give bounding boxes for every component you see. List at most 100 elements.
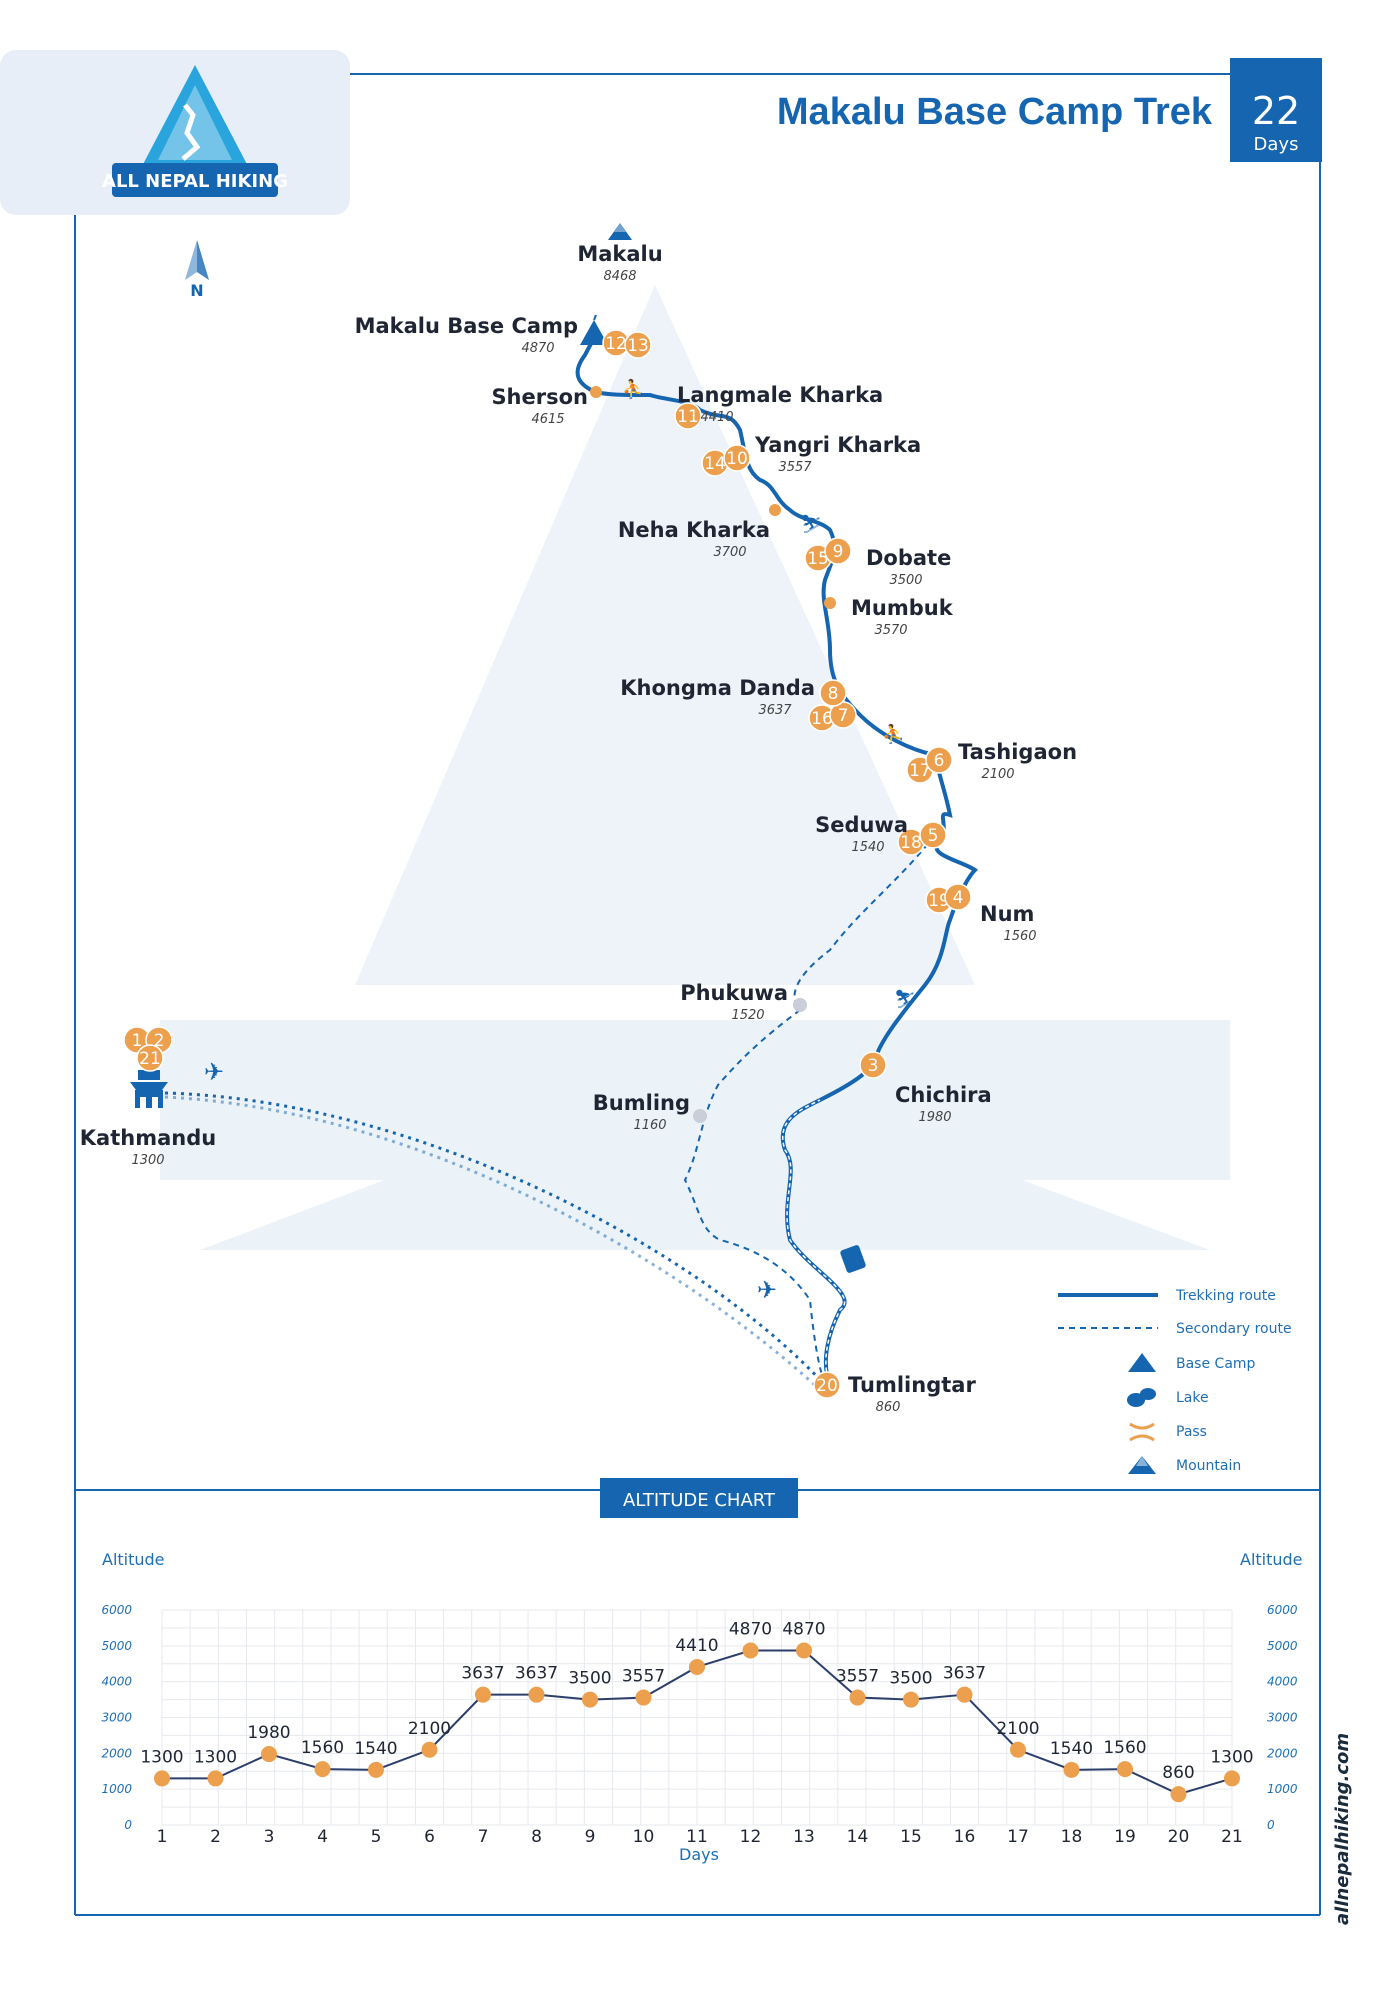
altitude-point bbox=[475, 1686, 491, 1703]
y-tick-left: 2000 bbox=[101, 1746, 132, 1760]
altitude-point bbox=[582, 1691, 598, 1708]
page-title: Makalu Base Camp Trek bbox=[777, 91, 1213, 133]
x-tick: 11 bbox=[686, 1827, 708, 1847]
compass-label: N bbox=[190, 281, 203, 300]
bus-icon bbox=[840, 1245, 866, 1273]
altitude-point bbox=[635, 1689, 652, 1706]
logo: ALL NEPAL HIKING bbox=[0, 50, 350, 215]
x-tick: 14 bbox=[847, 1827, 869, 1847]
hiker-icon-4: ⛷ bbox=[894, 989, 917, 1010]
waypoint-dot bbox=[824, 597, 836, 609]
altitude-value-label: 3500 bbox=[568, 1669, 611, 1689]
day-marker-label: 4 bbox=[953, 888, 964, 908]
place-name: Tumlingtar bbox=[848, 1373, 976, 1397]
pass-icon bbox=[1129, 1422, 1155, 1442]
altitude-point bbox=[796, 1642, 812, 1659]
place-elevation: 3500 bbox=[889, 573, 922, 588]
place-name: Bumling bbox=[593, 1091, 690, 1115]
place-elevation: 1160 bbox=[633, 1118, 666, 1133]
x-tick: 12 bbox=[740, 1827, 762, 1847]
y-tick-right: 3000 bbox=[1267, 1711, 1298, 1725]
altitude-point bbox=[421, 1741, 438, 1758]
place-elevation: 2100 bbox=[981, 767, 1014, 782]
place-name: Dobate bbox=[866, 546, 951, 570]
waypoint-dot-grey bbox=[793, 998, 807, 1012]
altitude-value-label: 1300 bbox=[140, 1747, 183, 1767]
y-tick-right: 4000 bbox=[1267, 1675, 1298, 1689]
x-tick: 5 bbox=[371, 1827, 382, 1847]
day-marker-label: 12 bbox=[605, 334, 627, 354]
legend-label: Base Camp bbox=[1176, 1356, 1256, 1372]
day-marker-label: 18 bbox=[900, 833, 922, 853]
place-elevation: 860 bbox=[876, 1400, 901, 1415]
day-marker-label: 16 bbox=[811, 709, 833, 729]
north-arrow-icon: N bbox=[185, 240, 209, 300]
day-marker bbox=[859, 1051, 887, 1079]
altitude-point bbox=[1063, 1761, 1080, 1778]
day-marker bbox=[624, 331, 652, 359]
day-marker-label: 5 bbox=[928, 826, 939, 846]
x-tick: 18 bbox=[1061, 1827, 1083, 1847]
x-tick: 16 bbox=[954, 1827, 976, 1847]
altitude-point bbox=[689, 1658, 705, 1675]
road-route bbox=[782, 1099, 846, 1386]
hiker-icon: ⛹ bbox=[622, 378, 644, 400]
place-name: Phukuwa bbox=[680, 981, 788, 1005]
altitude-point bbox=[1010, 1741, 1026, 1758]
altitude-value-label: 1300 bbox=[194, 1747, 237, 1767]
altitude-point bbox=[261, 1746, 277, 1763]
legend-label: Mountain bbox=[1176, 1458, 1241, 1474]
altitude-point bbox=[849, 1689, 866, 1706]
place-elevation: 8468 bbox=[603, 269, 636, 284]
place-elevation: 1980 bbox=[918, 1110, 951, 1125]
altitude-value-label: 4870 bbox=[729, 1619, 772, 1639]
altitude-point bbox=[314, 1761, 331, 1778]
day-marker-label: 3 bbox=[868, 1056, 879, 1076]
place-name: Chichira bbox=[895, 1083, 992, 1107]
place-elevation: 3570 bbox=[874, 623, 907, 638]
place-name: Mumbuk bbox=[851, 596, 954, 620]
x-tick: 4 bbox=[317, 1827, 328, 1847]
legend-label: Lake bbox=[1176, 1390, 1209, 1406]
place-name: Sherson bbox=[491, 385, 588, 409]
place-elevation: 3557 bbox=[778, 460, 812, 475]
day-marker bbox=[919, 821, 947, 849]
y-tick-right: 1000 bbox=[1267, 1782, 1298, 1796]
x-tick: 6 bbox=[424, 1827, 435, 1847]
x-tick: 3 bbox=[264, 1827, 275, 1847]
days-badge: 22 Days bbox=[1230, 58, 1322, 162]
x-tick: 8 bbox=[531, 1827, 542, 1847]
altitude-point bbox=[528, 1686, 545, 1703]
y-tick-left: 0 bbox=[124, 1818, 132, 1832]
plane-icon: ✈ bbox=[204, 1058, 224, 1086]
x-tick: 15 bbox=[900, 1827, 922, 1847]
place-elevation: 3700 bbox=[713, 545, 746, 560]
altitude-value-label: 2100 bbox=[996, 1719, 1039, 1739]
x-tick: 21 bbox=[1221, 1827, 1243, 1847]
altitude-value-label: 4870 bbox=[782, 1619, 825, 1639]
altitude-value-label: 860 bbox=[1162, 1763, 1194, 1783]
y-tick-left: 6000 bbox=[101, 1603, 132, 1617]
day-marker bbox=[674, 402, 702, 430]
altitude-point bbox=[903, 1691, 919, 1708]
y-tick-right: 6000 bbox=[1267, 1603, 1298, 1617]
day-marker-label: 20 bbox=[816, 1376, 838, 1396]
chart-title-badge: ALTITUDE CHART bbox=[600, 1478, 798, 1518]
y-tick-right: 2000 bbox=[1267, 1746, 1298, 1760]
day-marker-label: 6 bbox=[934, 751, 945, 771]
altitude-point bbox=[207, 1770, 224, 1787]
city-icon bbox=[130, 1070, 168, 1108]
flight-route bbox=[164, 1091, 827, 1387]
place-name: Yangri Kharka bbox=[754, 433, 921, 457]
flight-route-return bbox=[164, 1095, 820, 1390]
altitude-value-label: 1980 bbox=[247, 1723, 290, 1743]
day-marker-label: 11 bbox=[677, 407, 699, 427]
day-marker-label: 13 bbox=[627, 336, 649, 356]
day-marker bbox=[813, 1371, 841, 1399]
day-marker-label: 8 bbox=[828, 684, 839, 704]
x-axis-label: Days bbox=[679, 1845, 719, 1864]
place-name: Neha Kharka bbox=[618, 518, 770, 542]
day-marker bbox=[819, 679, 847, 707]
mountain-icon bbox=[1128, 1456, 1156, 1474]
